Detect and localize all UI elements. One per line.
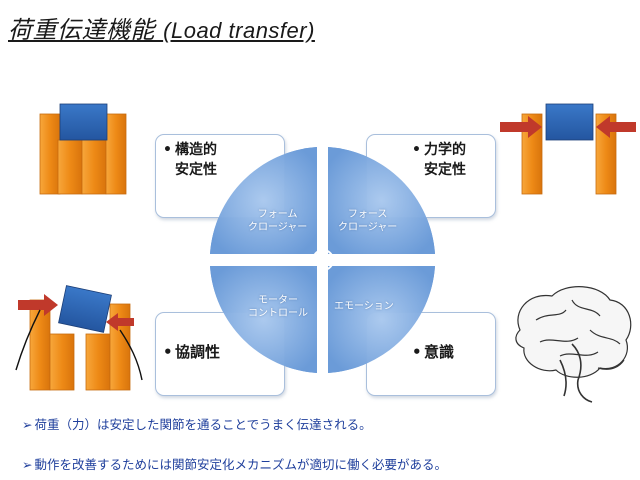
quadrant-motor-label: モーターコントロール — [248, 295, 308, 319]
motor-control-illustration — [15, 285, 143, 391]
form-closure-illustration — [39, 103, 127, 195]
arrowhead-icon: ➢ — [22, 457, 33, 472]
box-coordination-text: •協調性 — [163, 343, 221, 361]
title-en: (Load transfer) — [163, 18, 315, 43]
arrowhead-icon: ➢ — [22, 417, 33, 432]
brain-icon — [515, 286, 632, 403]
box-structural-stability-text: •構造的 安定性 — [163, 142, 217, 178]
title-jp: 荷重伝達機能 — [8, 16, 155, 44]
box-awareness-text: •意識 — [412, 343, 455, 361]
quadrant-force-label: フォースクロージャー — [338, 209, 398, 233]
quadrant-emotion-label: エモーション — [334, 301, 394, 312]
page-title: 荷重伝達機能 (Load transfer) — [8, 10, 315, 45]
force-closure-illustration — [500, 103, 636, 195]
quadrant-form-label: フォームクロージャー — [248, 209, 308, 233]
box-mechanical-stability-text: •力学的 安定性 — [412, 142, 466, 178]
note-2: ➢動作を改善するためには関節安定化メカニズムが適切に働く必要がある。 — [22, 457, 447, 472]
note-1: ➢荷重（力）は安定した関節を通ることでうまく伝達される。 — [22, 417, 372, 432]
